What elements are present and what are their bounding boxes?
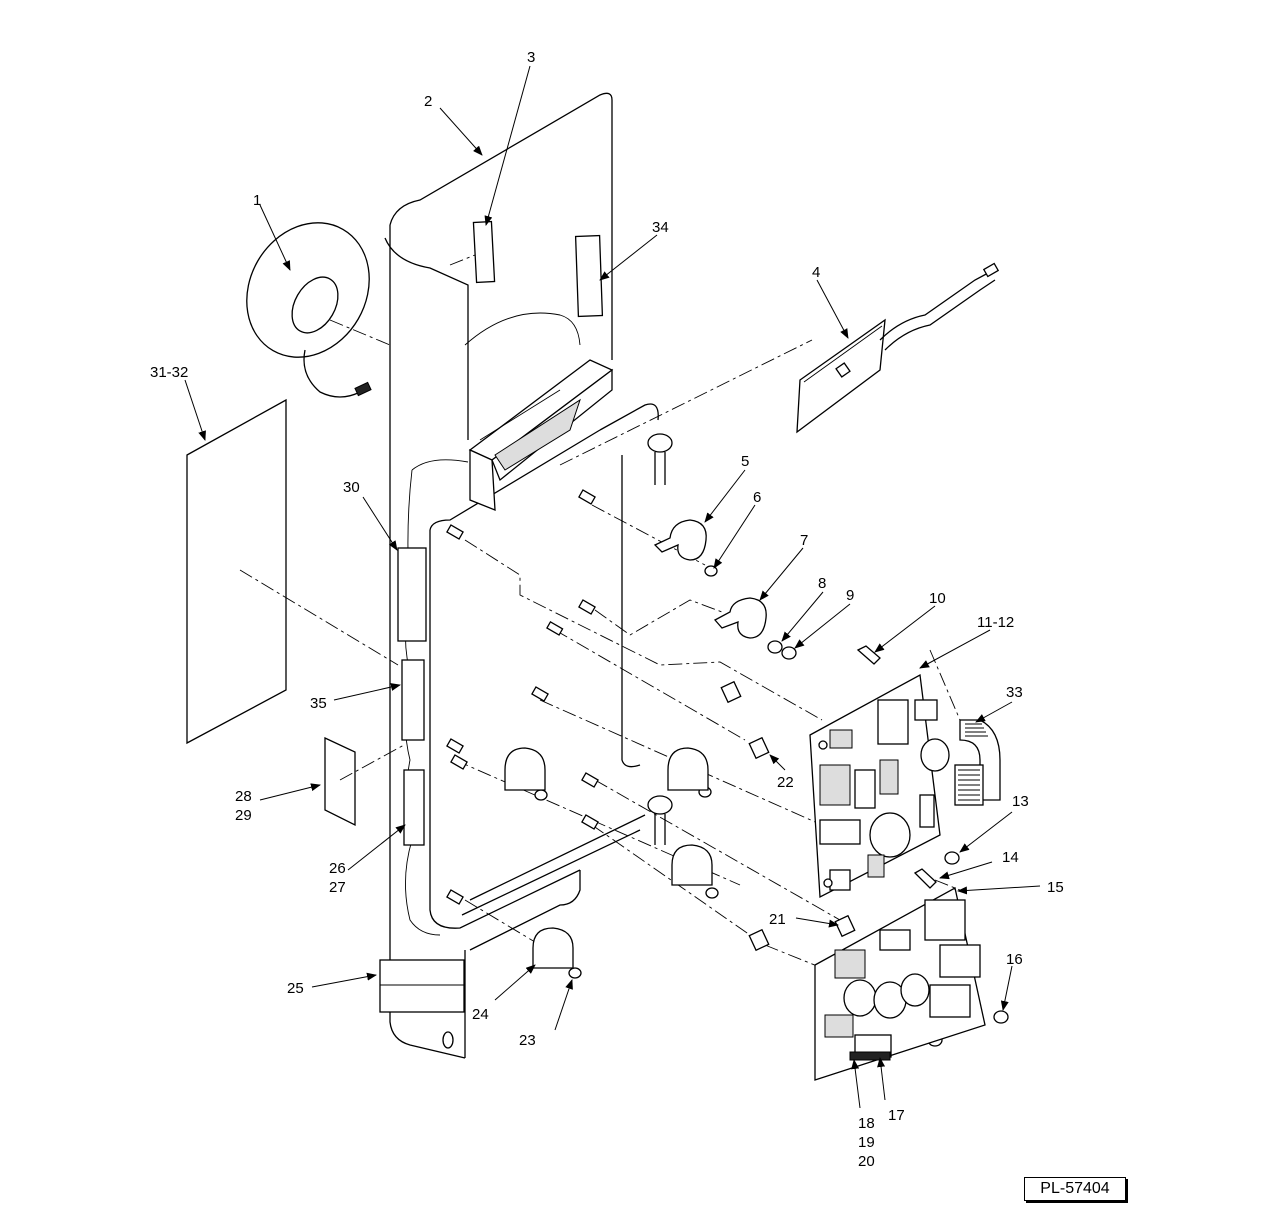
callout-6: 6: [753, 489, 761, 506]
callout-33: 33: [1006, 684, 1023, 701]
fan-disc: [246, 222, 372, 398]
callout-8: 8: [818, 575, 826, 592]
callout-20: 20: [858, 1153, 875, 1170]
callout-10: 10: [929, 590, 946, 607]
ribbon-cable: [954, 719, 1001, 806]
callout-17: 17: [888, 1107, 905, 1124]
callout-3: 3: [527, 49, 535, 66]
fan-duct: [468, 359, 614, 511]
callout-35: 35: [310, 695, 327, 712]
callout-26: 26: [329, 860, 346, 877]
upper-circuit-board: [809, 673, 950, 899]
panel-labels: [379, 220, 604, 1013]
callout-29: 29: [235, 807, 252, 824]
callout-24: 24: [472, 1006, 489, 1023]
callout-27: 27: [329, 879, 346, 896]
callout-13: 13: [1012, 793, 1029, 810]
plate-number-box: PL-57404: [1024, 1177, 1126, 1201]
callout-21: 21: [769, 911, 786, 928]
callout-28: 28: [235, 788, 252, 805]
callout-34: 34: [652, 219, 669, 236]
callout-25: 25: [287, 980, 304, 997]
lower-circuit-board: [814, 887, 986, 1081]
callout-labels: 1 2 3 34 4 31-32 5 6 7 8 9 10 11-12 33 3…: [150, 49, 1064, 1170]
connector-board: [796, 262, 1000, 434]
callout-2: 2: [424, 93, 432, 110]
callout-22: 22: [777, 774, 794, 791]
callout-7: 7: [800, 532, 808, 549]
hardware: [446, 433, 1009, 1047]
callout-1: 1: [253, 192, 261, 209]
callout-18: 18: [858, 1115, 875, 1132]
small-label-sheet: [324, 736, 356, 827]
callout-19: 19: [858, 1134, 875, 1151]
callout-30: 30: [343, 479, 360, 496]
leader-arrows: [184, 65, 1041, 1109]
callout-5: 5: [741, 453, 749, 470]
callout-4: 4: [812, 264, 820, 281]
callout-15: 15: [1047, 879, 1064, 896]
callout-23: 23: [519, 1032, 536, 1049]
callout-14: 14: [1002, 849, 1019, 866]
callout-9: 9: [846, 587, 854, 604]
callout-16: 16: [1006, 951, 1023, 968]
callout-31-32: 31-32: [150, 364, 188, 381]
callout-11-12: 11-12: [977, 614, 1014, 631]
insulation-sheet: [186, 398, 287, 745]
